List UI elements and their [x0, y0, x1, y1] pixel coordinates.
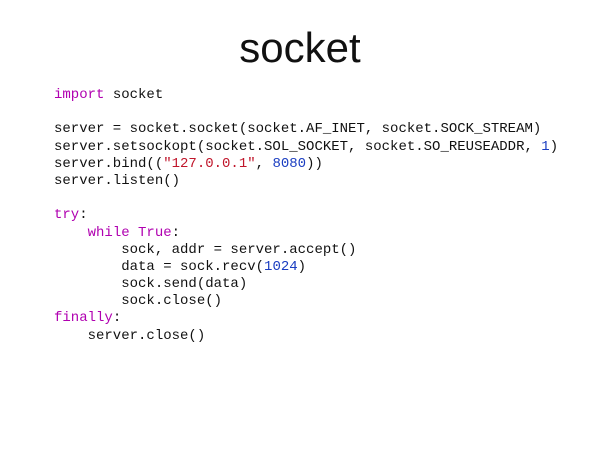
code-text — [54, 225, 88, 241]
code-text: socket — [104, 87, 164, 103]
code-text: )) — [306, 155, 323, 172]
code-number: 8080 — [272, 155, 307, 172]
code-text: sock.send(data) — [54, 276, 248, 293]
code-keyword: import — [54, 87, 105, 103]
code-string: "127.0.0.1" — [163, 155, 256, 172]
code-keyword: finally — [54, 310, 113, 327]
code-text: ) — [297, 258, 307, 275]
code-line — [54, 104, 558, 121]
code-text: ) — [549, 138, 559, 155]
code-text — [130, 225, 138, 241]
code-text: sock.close() — [54, 293, 223, 310]
code-text: server.bind(( — [54, 155, 164, 172]
code-text: , — [255, 155, 273, 172]
code-number: 1 — [541, 138, 550, 155]
code-line: server.close() — [54, 328, 558, 345]
code-line: try: — [54, 207, 558, 224]
code-text: server.setsockopt(socket.SOL_SOCKET, soc… — [54, 138, 542, 155]
code-keyword: while — [87, 224, 130, 241]
code-line: sock, addr = server.accept() — [54, 242, 558, 259]
code-text: data = sock.recv( — [54, 258, 265, 275]
code-line: sock.send(data) — [54, 276, 558, 293]
code-text: server = socket.socket(socket.AF_INET, s… — [54, 121, 542, 138]
code-line: server.setsockopt(socket.SOL_SOCKET, soc… — [54, 139, 558, 156]
code-text: sock, addr = server.accept() — [54, 241, 357, 258]
code-line: data = sock.recv(1024) — [54, 259, 558, 276]
code-line: sock.close() — [54, 293, 558, 310]
code-line: import socket — [54, 87, 558, 104]
code-block: import socket server = socket.socket(sock… — [54, 87, 558, 345]
code-text: : — [79, 207, 88, 224]
code-line: server.bind(("127.0.0.1", 8080)) — [54, 156, 558, 173]
code-keyword: try — [54, 207, 80, 224]
code-text: server.close() — [54, 327, 206, 344]
code-line: server = socket.socket(socket.AF_INET, s… — [54, 121, 558, 138]
slide-title: socket — [239, 24, 361, 71]
code-text: server.listen() — [54, 172, 181, 189]
code-line: server.listen() — [54, 173, 558, 190]
code-line: finally: — [54, 310, 558, 327]
code-keyword: True — [138, 224, 172, 241]
code-number: 1024 — [264, 258, 298, 275]
code-line — [54, 190, 558, 207]
code-line: while True: — [54, 225, 558, 242]
code-text: : — [112, 310, 122, 327]
code-text: : — [171, 224, 181, 241]
